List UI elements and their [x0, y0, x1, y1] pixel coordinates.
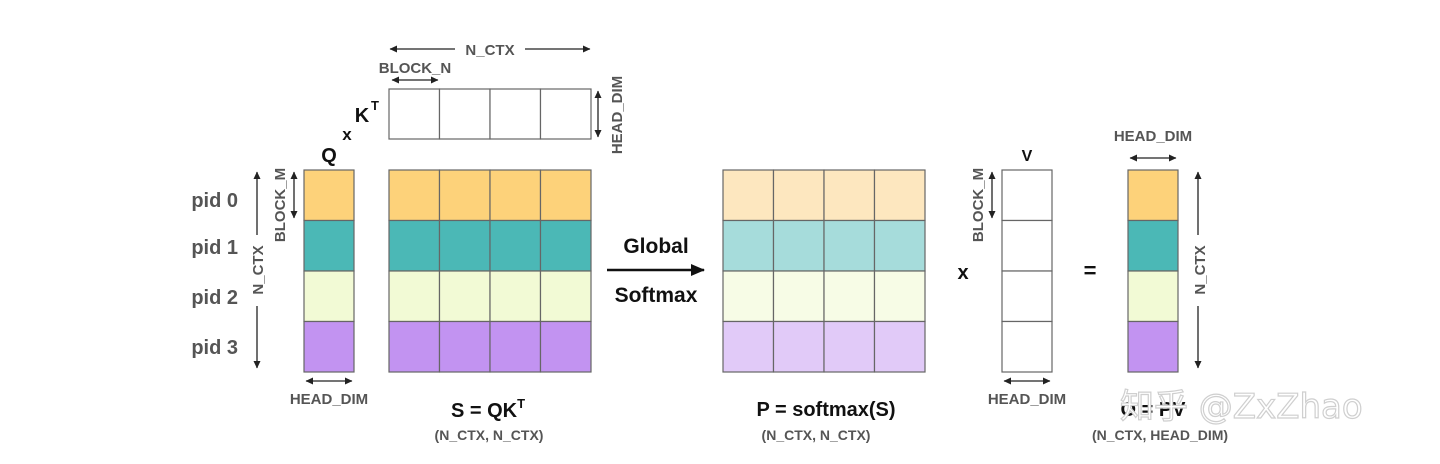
s-cell [438, 320, 491, 373]
p-cell [722, 320, 775, 373]
kt-cell [489, 88, 542, 140]
pid-label: pid 1 [191, 237, 238, 259]
pid-label: pid 3 [191, 337, 238, 359]
p-cell [823, 270, 876, 323]
p-formula: P = softmax(S) [756, 399, 895, 421]
kt-cell [388, 88, 441, 140]
p-cell [772, 219, 825, 272]
k-transpose-superscript: T [371, 98, 379, 113]
q-cell [303, 169, 355, 222]
p-cell [722, 270, 775, 323]
o-cell [1127, 270, 1179, 323]
kt-head-dim-label: HEAD_DIM [609, 76, 626, 154]
s-cell [539, 270, 592, 323]
s-cell [438, 270, 491, 323]
q-matrix [303, 169, 355, 373]
kt-cell [438, 88, 491, 140]
q-cell [303, 219, 355, 272]
s-cell [388, 320, 441, 373]
p-cell [772, 270, 825, 323]
v-cell [1001, 169, 1053, 222]
p-cell [823, 219, 876, 272]
k-label: K [355, 105, 370, 127]
o-head-dim-label: HEAD_DIM [1114, 128, 1192, 145]
p-cell [823, 169, 876, 222]
o-n-ctx-label: N_CTX [1192, 245, 1209, 294]
s-cell [388, 219, 441, 272]
s-cell [539, 320, 592, 373]
p-cell [823, 320, 876, 373]
o-shape-label: (N_CTX, HEAD_DIM) [1092, 427, 1228, 443]
equals-sign: = [1084, 258, 1097, 283]
s-cell [539, 219, 592, 272]
q-n-ctx-label: N_CTX [250, 245, 267, 294]
s-cell [438, 169, 491, 222]
k-transpose-matrix [388, 88, 592, 140]
v-head-dim-label: HEAD_DIM [988, 391, 1066, 408]
kt-cell [539, 88, 592, 140]
v-cell [1001, 320, 1053, 373]
v-matrix [1001, 169, 1053, 373]
p-cell [772, 169, 825, 222]
s-cell [388, 169, 441, 222]
multiply-sign-v: x [957, 262, 968, 284]
s-cell [438, 219, 491, 272]
global-label: Global [623, 235, 688, 258]
q-cell [303, 320, 355, 373]
s-cell [489, 320, 542, 373]
s-shape-label: (N_CTX, N_CTX) [435, 427, 544, 443]
s-cell [388, 270, 441, 323]
o-matrix [1127, 169, 1179, 373]
s-cell [489, 219, 542, 272]
softmax-label: Softmax [615, 284, 698, 307]
q-label: Q [321, 145, 337, 167]
o-formula: O = PV [1120, 399, 1186, 421]
p-cell [873, 270, 926, 323]
o-cell [1127, 219, 1179, 272]
p-cell [873, 219, 926, 272]
v-block-m-label: BLOCK_M [970, 168, 987, 242]
s-cell [539, 169, 592, 222]
q-cell [303, 270, 355, 323]
p-cell [772, 320, 825, 373]
kt-n-ctx-label: N_CTX [465, 42, 514, 59]
kt-block-n-label: BLOCK_N [379, 60, 452, 77]
o-cell [1127, 320, 1179, 373]
multiply-sign-q: x [342, 125, 352, 144]
v-cell [1001, 219, 1053, 272]
s-cell [489, 270, 542, 323]
p-shape-label: (N_CTX, N_CTX) [762, 427, 871, 443]
pid-label: pid 0 [191, 190, 238, 212]
o-cell [1127, 169, 1179, 222]
q-head-dim-label: HEAD_DIM [290, 391, 368, 408]
p-cell [722, 219, 775, 272]
p-cell [873, 320, 926, 373]
q-block-m-label: BLOCK_M [272, 168, 289, 242]
p-matrix [722, 169, 926, 373]
p-cell [873, 169, 926, 222]
v-label: V [1022, 148, 1033, 165]
s-formula: S = QKT [451, 396, 525, 422]
pid-label: pid 2 [191, 287, 238, 309]
v-cell [1001, 270, 1053, 323]
watermark: 知乎 @ZxZhao [1120, 387, 1363, 427]
p-cell [722, 169, 775, 222]
s-matrix [388, 169, 592, 373]
s-cell [489, 169, 542, 222]
